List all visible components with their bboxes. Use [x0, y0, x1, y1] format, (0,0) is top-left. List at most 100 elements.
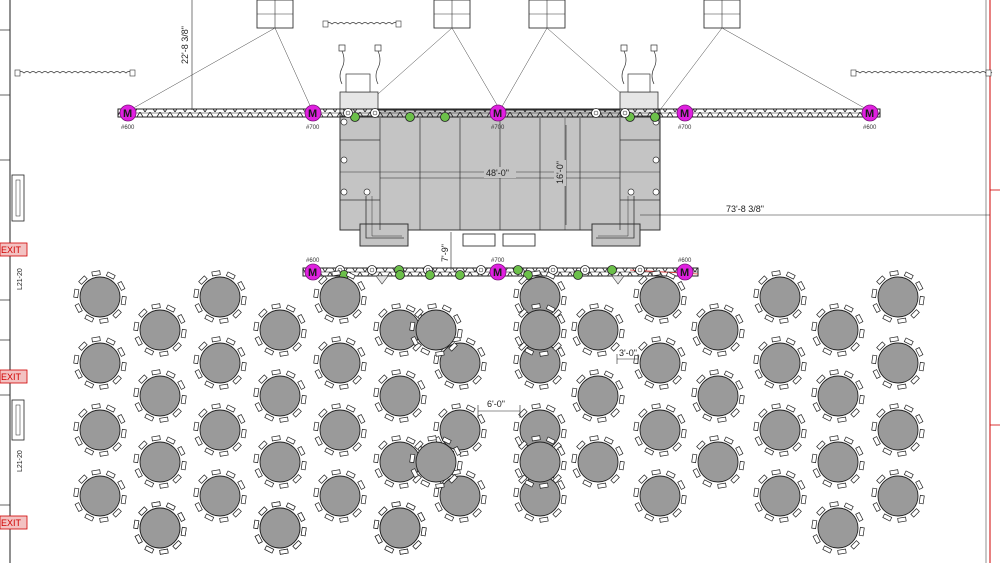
chair: [211, 469, 221, 476]
spot-fixture: [580, 265, 590, 275]
chair: [254, 468, 263, 478]
chair: [345, 271, 356, 280]
chair: [665, 337, 676, 346]
chair: [797, 347, 806, 357]
chair: [194, 436, 203, 446]
chair: [219, 383, 229, 390]
svg-text:73'-8 3/8": 73'-8 3/8": [726, 204, 764, 214]
chair: [680, 494, 687, 505]
chair: [427, 435, 437, 442]
chair: [709, 369, 719, 376]
table: [73, 270, 127, 324]
motor-capacity-label: #700: [678, 125, 692, 131]
chair: [211, 336, 221, 343]
led-fixture: [425, 270, 435, 280]
table: [571, 303, 625, 357]
chair: [172, 408, 182, 418]
table-top: [439, 409, 481, 451]
chair: [318, 474, 328, 484]
chair: [730, 342, 740, 352]
chair: [843, 436, 854, 445]
chair: [730, 474, 740, 484]
table: [811, 369, 865, 423]
power-label-2: L21-20: [17, 450, 24, 472]
chair: [285, 502, 296, 511]
chair: [779, 450, 789, 457]
chair: [159, 548, 169, 555]
chair: [352, 508, 362, 518]
chair: [134, 534, 143, 544]
table-top: [199, 475, 241, 517]
table: [373, 501, 427, 555]
table-top: [379, 375, 421, 417]
chair: [285, 304, 296, 313]
chair: [850, 408, 860, 418]
chair: [300, 328, 307, 339]
chair: [477, 347, 486, 357]
chair: [915, 414, 924, 424]
chair: [735, 446, 744, 456]
chair: [615, 380, 624, 390]
chair: [889, 469, 899, 476]
chair: [112, 309, 122, 319]
chair: [258, 506, 268, 516]
chair: [696, 374, 706, 384]
table-top: [439, 475, 481, 517]
chair: [253, 519, 260, 530]
chair: [582, 413, 593, 422]
chair: [871, 421, 878, 432]
table: [633, 469, 687, 523]
chair: [603, 370, 614, 379]
chair: [603, 304, 614, 313]
chair: [576, 308, 586, 318]
chair: [417, 512, 426, 522]
chair: [754, 436, 763, 446]
chair: [665, 470, 676, 479]
chair: [465, 404, 476, 413]
chair: [240, 428, 247, 439]
chair: [412, 342, 422, 352]
chair: [518, 440, 528, 450]
chair: [105, 337, 116, 346]
table: [871, 403, 925, 457]
chair: [634, 303, 643, 313]
chair: [435, 482, 445, 489]
chair: [253, 321, 260, 332]
chair: [232, 442, 242, 452]
chair: [300, 460, 307, 471]
chair: [313, 354, 320, 365]
chair: [843, 370, 854, 379]
chair: [444, 380, 455, 389]
chair: [120, 361, 127, 372]
motor-capacity-label: #700: [491, 125, 505, 131]
rigging-point: [499, 0, 641, 111]
table: [73, 469, 127, 523]
chair: [882, 447, 893, 456]
table-top: [259, 309, 301, 351]
chair: [785, 404, 796, 413]
chair: [414, 308, 424, 318]
chair: [271, 501, 281, 508]
chair: [572, 402, 581, 412]
chair: [589, 435, 599, 442]
chair: [73, 354, 80, 365]
chair: [855, 446, 864, 456]
chair: [560, 361, 567, 372]
chair: [133, 387, 140, 398]
chair: [313, 421, 320, 432]
table: [253, 303, 307, 357]
chair: [345, 404, 356, 413]
chair: [134, 402, 143, 412]
table: [871, 270, 925, 324]
chair: [211, 270, 221, 277]
chair: [897, 516, 907, 523]
chair: [876, 341, 886, 351]
chair: [240, 361, 247, 372]
chair: [680, 428, 687, 439]
chair: [680, 295, 687, 306]
rigging-point: [359, 0, 501, 111]
table-top: [577, 441, 619, 483]
chair: [456, 328, 463, 339]
chair: [84, 314, 95, 323]
chair: [378, 374, 388, 384]
